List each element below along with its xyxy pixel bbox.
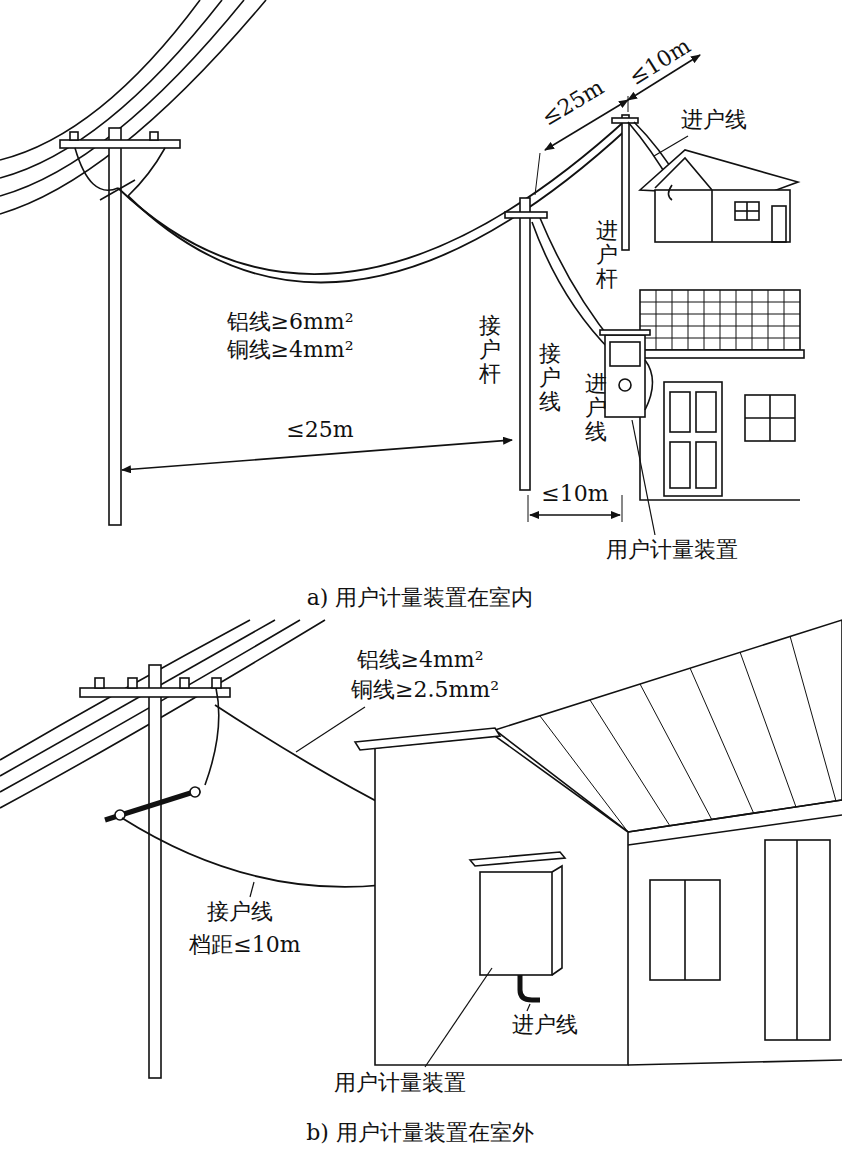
panel-caption: a) 用户计量装置在室内 xyxy=(307,585,534,610)
part-label: 接户线 xyxy=(539,342,561,415)
meter-box-a xyxy=(600,330,653,417)
main-wires-a xyxy=(0,0,266,214)
spec-label: 铝线≥4mm² xyxy=(357,647,484,672)
lower-house xyxy=(636,290,804,500)
panel-caption: b) 用户计量装置在室外 xyxy=(306,1120,534,1145)
spec-label: 铜线≥4mm² xyxy=(227,337,354,362)
meter-box-b xyxy=(470,852,565,1000)
dimension-label: ≤25m xyxy=(538,75,609,131)
dimension-label: ≤10m xyxy=(625,33,695,90)
part-label: 进户线 xyxy=(585,372,607,445)
upper-house xyxy=(640,150,798,242)
part-label: 进户杆 xyxy=(596,219,618,292)
part-label: 接户杆 xyxy=(479,314,501,387)
part-label: 进户线 xyxy=(512,1012,578,1037)
pole-a xyxy=(60,128,180,525)
part-label: 用户计量装置 xyxy=(334,1070,466,1095)
leaders-a xyxy=(632,136,688,535)
service-span-a xyxy=(118,118,628,282)
part-label: 用户计量装置 xyxy=(606,537,738,562)
main-wires-b xyxy=(0,620,325,808)
spec-label: 铝线≥6mm² xyxy=(227,309,354,334)
leaders-b xyxy=(250,707,530,1067)
dimension-label: ≤25m xyxy=(286,417,353,442)
part-label: 进户线 xyxy=(681,107,747,132)
dimension-label: 档距≤10m xyxy=(189,932,300,957)
part-label: 接户线 xyxy=(207,899,273,924)
pole-b xyxy=(80,665,230,1078)
dimension-label: ≤10m xyxy=(541,481,608,506)
dimension-bottom xyxy=(122,440,622,522)
spec-label: 铜线≥2.5mm² xyxy=(351,677,499,702)
